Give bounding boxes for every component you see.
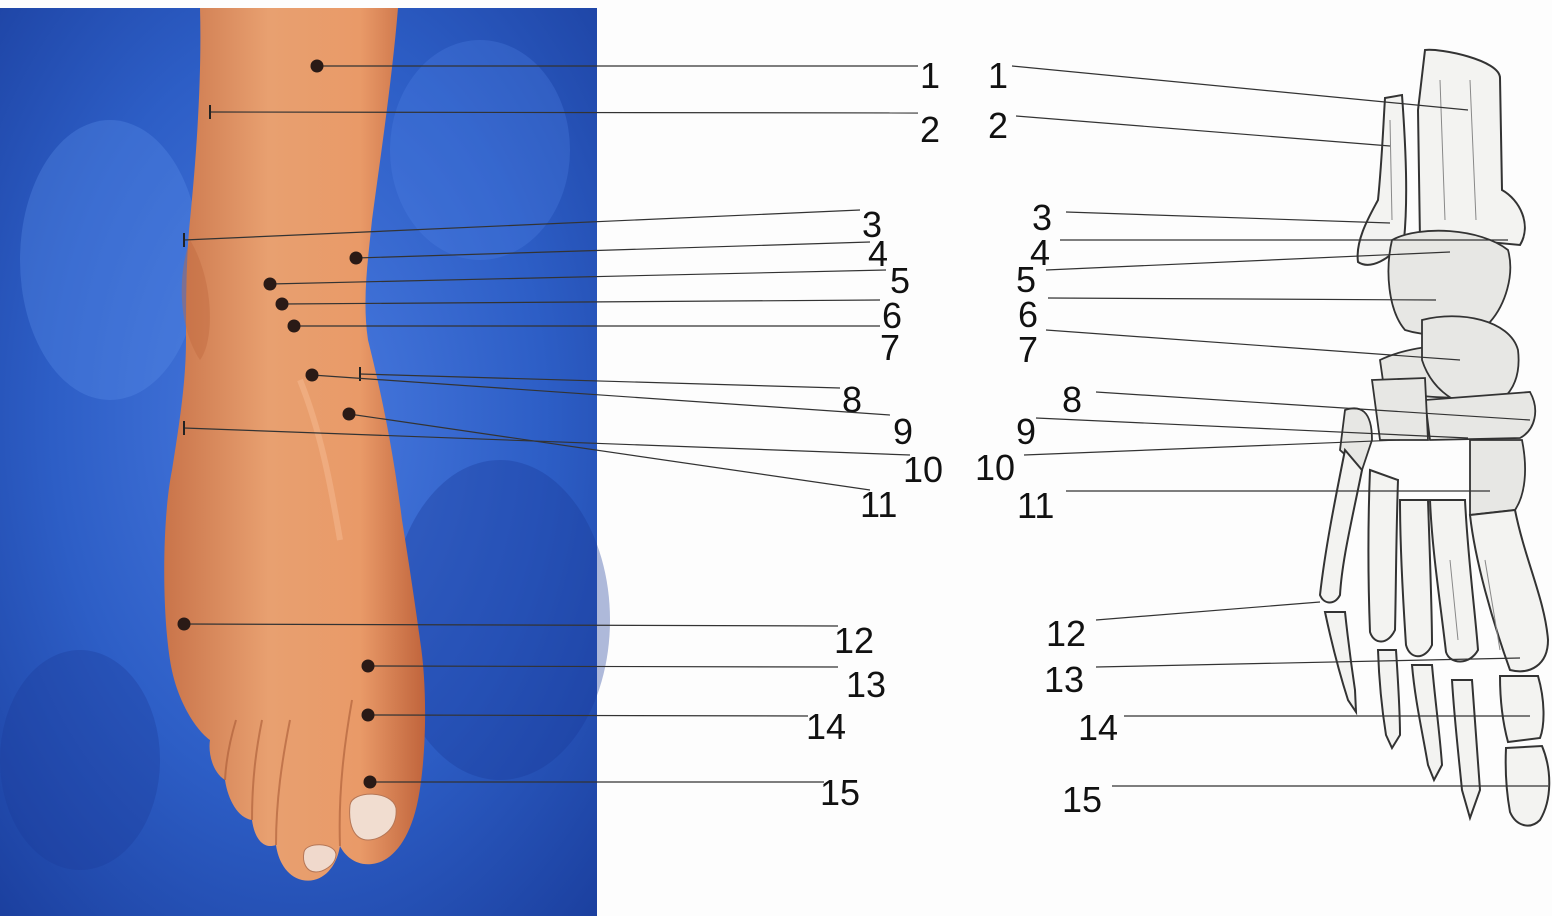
cuneiform-lateral bbox=[1470, 440, 1525, 515]
photo-marker-dot bbox=[350, 252, 363, 265]
photo-marker-dot bbox=[311, 60, 324, 73]
photo-label-12: 12 bbox=[834, 620, 874, 661]
backdrop-mottle bbox=[0, 650, 160, 870]
drawing-label-12: 12 bbox=[1046, 613, 1086, 654]
drawing-leader-line bbox=[1096, 602, 1320, 620]
drawing-leader-line bbox=[1016, 116, 1390, 146]
photo-marker-dot bbox=[288, 320, 301, 333]
drawing-label-13: 13 bbox=[1044, 659, 1084, 700]
drawing-label-10: 10 bbox=[975, 447, 1015, 488]
cuneiform-intermediate bbox=[1372, 378, 1428, 440]
drawing-leader-line bbox=[1048, 298, 1436, 300]
drawing-label-11: 11 bbox=[1017, 485, 1054, 526]
photo-label-9: 9 bbox=[893, 411, 913, 452]
metatarsal-4 bbox=[1369, 470, 1399, 642]
photo-label-4: 4 bbox=[868, 233, 888, 274]
cuneiform-medial bbox=[1425, 392, 1535, 440]
photo-marker-dot bbox=[343, 408, 356, 421]
photo-marker-dot bbox=[362, 660, 375, 673]
metatarsal-5 bbox=[1320, 450, 1362, 603]
photo-label-7: 7 bbox=[880, 327, 900, 368]
metatarsal-3 bbox=[1400, 500, 1432, 656]
backdrop-mottle bbox=[20, 120, 200, 400]
drawing-label-9: 9 bbox=[1016, 411, 1036, 452]
photo-label-14: 14 bbox=[806, 706, 846, 747]
drawing-label-15: 15 bbox=[1062, 779, 1102, 820]
photo-label-10: 10 bbox=[903, 449, 943, 490]
drawing-leader-line bbox=[1046, 330, 1460, 360]
drawing-label-14: 14 bbox=[1078, 707, 1118, 748]
drawing-label-8: 8 bbox=[1062, 379, 1082, 420]
phalanx-hallux-proximal bbox=[1500, 676, 1544, 742]
photo-marker-dot bbox=[306, 369, 319, 382]
drawing-label-7: 7 bbox=[1018, 329, 1038, 370]
drawing-leader-line bbox=[1012, 66, 1468, 110]
photo-label-11: 11 bbox=[860, 484, 897, 525]
phalanx-toe-4 bbox=[1378, 650, 1400, 748]
photo-label-8: 8 bbox=[842, 379, 862, 420]
foot-photo bbox=[0, 8, 610, 916]
photo-marker-dot bbox=[364, 776, 377, 789]
drawing-label-1: 1 bbox=[988, 55, 1008, 96]
phalanx-toe-2 bbox=[1452, 680, 1480, 818]
photo-marker-dot bbox=[362, 709, 375, 722]
tibia bbox=[1418, 50, 1525, 245]
metatarsal-1 bbox=[1470, 510, 1548, 671]
phalanx-toe-3 bbox=[1412, 665, 1442, 780]
photo-label-2: 2 bbox=[920, 109, 940, 150]
photo-marker-dot bbox=[178, 618, 191, 631]
drawing-leader-line bbox=[1096, 658, 1520, 667]
drawing-label-2: 2 bbox=[988, 105, 1008, 146]
photo-marker-dot bbox=[264, 278, 277, 291]
photo-label-1: 1 bbox=[920, 55, 940, 96]
foot-skeleton-drawing bbox=[1320, 50, 1549, 826]
drawing-leader-line bbox=[1066, 212, 1390, 223]
photo-marker-dot bbox=[276, 298, 289, 311]
photo-label-15: 15 bbox=[820, 772, 860, 813]
photo-label-13: 13 bbox=[846, 664, 886, 705]
